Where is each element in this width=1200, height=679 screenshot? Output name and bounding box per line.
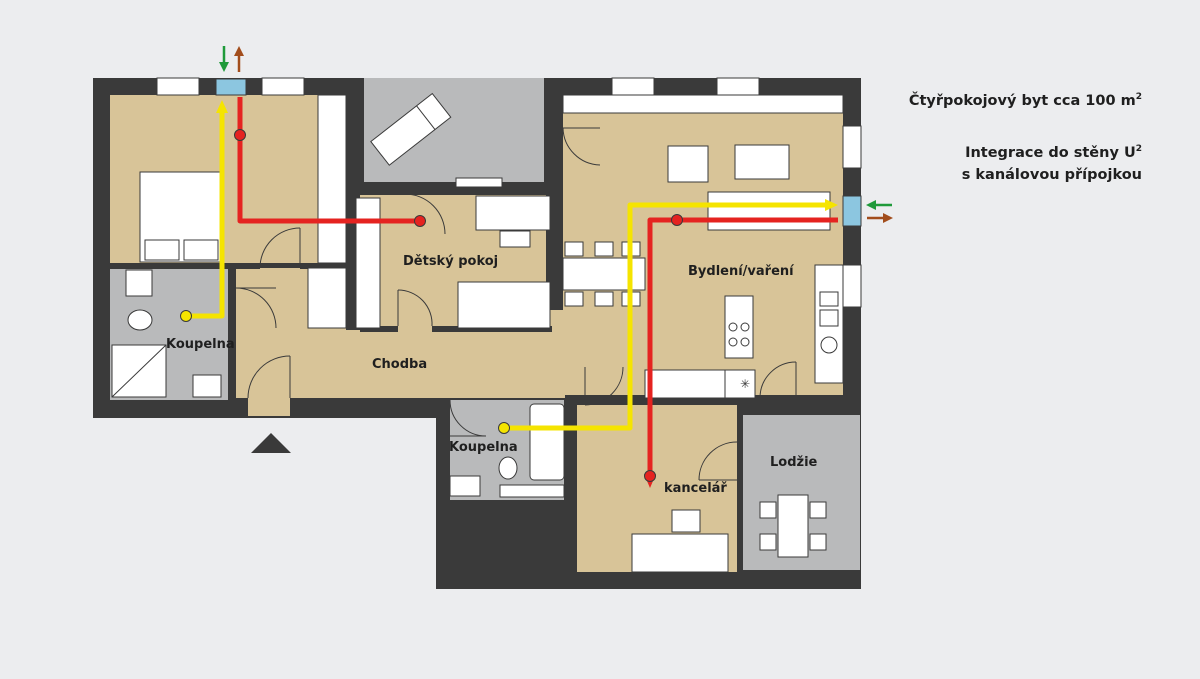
windows — [156, 77, 862, 308]
office-chair — [671, 509, 701, 533]
pillow — [183, 239, 219, 261]
loggia-furniture — [759, 494, 827, 558]
bathtub — [529, 403, 565, 481]
dining-table — [562, 257, 646, 291]
supply-arrow-icon — [216, 100, 228, 113]
shelf — [562, 94, 844, 114]
toilet-icon — [127, 309, 153, 331]
office-furniture — [631, 509, 729, 573]
fresh-air-arrow-icon — [219, 46, 892, 210]
pillow — [144, 239, 180, 261]
hall-cabinet — [307, 267, 347, 329]
floor-hall-join — [550, 300, 570, 398]
subtitle-superscript: 2 — [1135, 144, 1142, 154]
exhaust-duct-living — [647, 217, 838, 476]
room-label-bathroom-left: Koupelna — [166, 337, 235, 352]
cabinet — [125, 269, 153, 297]
shower-diagonal — [111, 344, 167, 398]
sofa — [707, 191, 831, 231]
entrance-triangle-icon — [251, 433, 291, 453]
apartment-title: Čtyřpokojový byt cca 100 m2 — [909, 86, 1142, 112]
supply-arrow-icon — [825, 199, 838, 211]
room-label-hallway: Chodba — [372, 357, 427, 372]
toilet-icon — [498, 456, 518, 480]
dining-chair — [564, 291, 584, 307]
loggia-chair — [759, 533, 777, 551]
counter — [499, 484, 565, 498]
supply-valve — [180, 310, 192, 322]
room-label-living: Bydlení/vaření — [688, 264, 795, 279]
sun-lounger — [370, 92, 452, 166]
air-valves — [180, 129, 683, 482]
armchair — [667, 145, 709, 183]
desk — [475, 195, 551, 231]
outgoing-air-arrow-icon — [234, 46, 893, 223]
single-bed — [457, 281, 551, 329]
kids-wardrobe — [355, 197, 381, 329]
chair — [499, 230, 531, 248]
dining-chair — [594, 241, 614, 257]
floors — [110, 78, 860, 572]
exhaust-valve — [414, 215, 426, 227]
integration-subtitle: Integrace do stěny U2 s kanálovou přípoj… — [962, 138, 1142, 186]
supply-duct-living — [504, 202, 828, 431]
sink-icon — [819, 291, 839, 354]
living-room-furniture — [562, 94, 844, 399]
room-label-kids-room: Dětský pokoj — [403, 254, 498, 269]
subtitle-line-1-text: Integrace do stěny U — [965, 145, 1136, 161]
room-label-loggia: Lodžie — [770, 455, 818, 470]
exhaust-valve — [234, 129, 246, 141]
door-swings — [235, 127, 797, 481]
bedroom-furniture — [139, 94, 347, 264]
subtitle-line-2: s kanálovou přípojkou — [961, 167, 1142, 183]
fridge — [724, 369, 756, 399]
kitchen-counter — [814, 264, 844, 384]
loggia-chair — [809, 533, 827, 551]
dining-chair — [564, 241, 584, 257]
cooktop-icon — [728, 322, 750, 347]
washbasin — [449, 475, 481, 497]
vent-unit-icon — [842, 195, 862, 227]
floor-hall — [240, 330, 565, 398]
title-superscript: 2 — [1135, 92, 1142, 102]
subtitle-line-1: Integrace do stěny U2 — [962, 138, 1142, 164]
office-desk — [631, 533, 729, 573]
kitchen-counter-low — [644, 369, 726, 399]
center-bath-fixtures — [449, 403, 565, 498]
loggia-chair — [759, 501, 777, 519]
supply-valve — [498, 422, 510, 434]
kitchen-island — [724, 295, 754, 359]
kids-room-furniture — [307, 195, 551, 329]
title-text: Čtyřpokojový byt cca 100 m — [908, 93, 1136, 109]
exhaust-valve — [671, 214, 683, 226]
wardrobe — [317, 94, 347, 264]
entrance-threshold — [248, 398, 290, 416]
washbasin — [192, 374, 222, 398]
supply-duct-bathroom — [186, 112, 225, 319]
loggia-chair — [809, 501, 827, 519]
coffee-table — [734, 144, 790, 180]
room-label-bathroom-center: Koupelna — [449, 440, 518, 455]
loggia-table — [777, 494, 809, 558]
dining-chair — [594, 291, 614, 307]
vent-unit-icon — [215, 78, 247, 96]
supply-air-ducts — [186, 112, 828, 431]
room-label-office: kancelář — [664, 481, 727, 496]
extractor-fan-icon: ✳ — [740, 377, 750, 391]
exhaust-valve — [644, 470, 656, 482]
